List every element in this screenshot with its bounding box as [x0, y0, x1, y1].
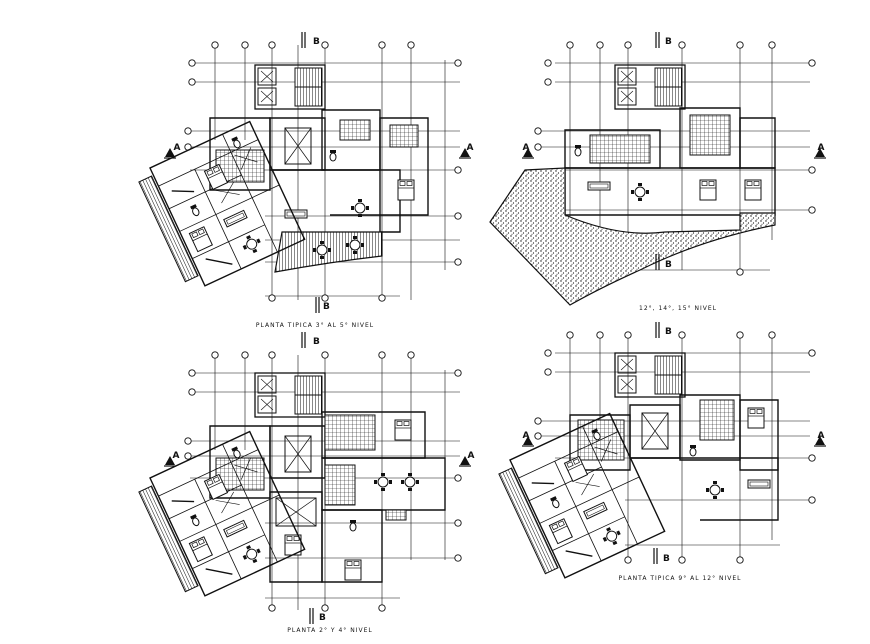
- svg-text:B: B: [313, 337, 320, 347]
- svg-text:A: A: [523, 431, 530, 441]
- plan-caption: PLANTA 2° Y 4° NIVEL: [287, 627, 372, 634]
- floor-plan-typical-9-12: A A B B PLANTA TIPICA 9° AL 12° NIVEL: [495, 321, 827, 585]
- floor-plan-typical-3-5: A A B B PLANTA TIPICA 3° AL 5° NIVEL: [135, 31, 474, 329]
- svg-text:B: B: [313, 37, 320, 47]
- plan-caption: 12°, 14°, 15° NIVEL: [639, 305, 717, 312]
- plan-caption: PLANTA TIPICA 9° AL 12° NIVEL: [618, 575, 741, 582]
- svg-text:B: B: [319, 613, 326, 623]
- floor-plan-2-4: A A B B PLANTA 2° Y 4° NIVEL: [135, 331, 475, 634]
- svg-text:A: A: [523, 143, 530, 153]
- svg-text:A: A: [818, 431, 825, 441]
- plan-caption: PLANTA TIPICA 3° AL 5° NIVEL: [256, 322, 374, 329]
- svg-text:A: A: [174, 143, 181, 153]
- svg-text:A: A: [467, 143, 474, 153]
- svg-text:A: A: [468, 451, 475, 461]
- svg-text:A: A: [818, 143, 825, 153]
- svg-text:A: A: [173, 451, 180, 461]
- svg-text:B: B: [665, 37, 672, 47]
- svg-text:B: B: [665, 260, 672, 270]
- svg-text:B: B: [665, 327, 672, 337]
- svg-text:B: B: [323, 302, 330, 312]
- floor-plan-12-14-15: A A B B 12°, 14°, 15° NIVEL: [489, 31, 827, 312]
- svg-text:B: B: [663, 554, 670, 564]
